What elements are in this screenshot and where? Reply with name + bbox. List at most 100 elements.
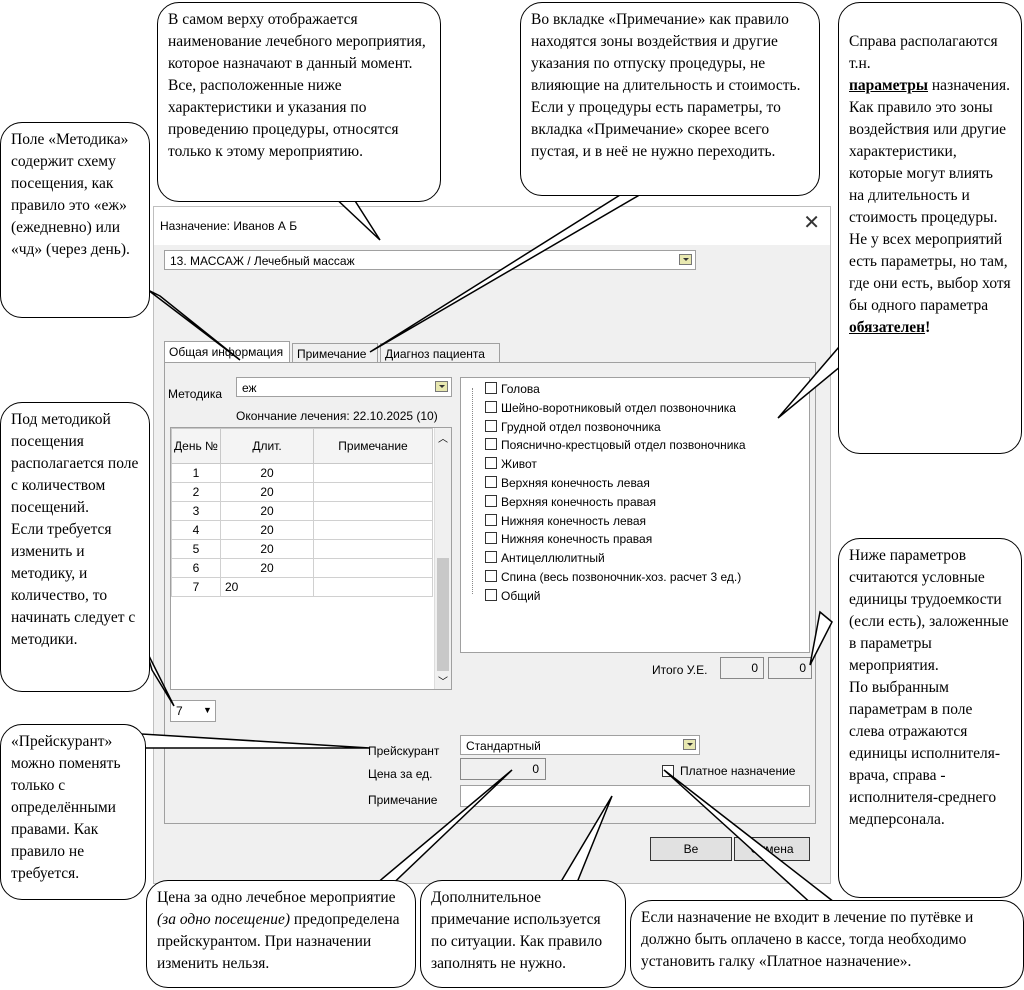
visit-count-select[interactable]: 7 ▼ [170,700,216,722]
chevron-down-icon[interactable]: ▼ [203,705,212,715]
cell-note[interactable] [313,539,433,559]
parameter-checkbox[interactable] [485,400,497,413]
cell-duration[interactable]: 20 [220,501,314,521]
cell-note[interactable] [313,463,433,483]
dropdown-icon[interactable] [679,254,692,265]
scroll-down-icon[interactable]: ﹀ [438,677,448,688]
assignment-dialog: Назначение: Иванов А Б ✕ 13. МАССАЖ / Ле… [153,206,831,884]
callout-procedure-title: В самом верху отображается наименование … [157,2,441,202]
tab-patient-diagnosis[interactable]: Диагноз пациента [380,343,500,363]
vertical-scrollbar[interactable]: ︿ ﹀ [434,428,451,689]
cell-day: 2 [171,482,221,502]
callout-text: Под методикой посещения располагается по… [11,411,139,648]
ue-nurse-field: 0 [768,657,812,679]
dropdown-icon[interactable] [683,739,696,750]
price-label: Цена за ед. [368,767,433,781]
parameter-checkbox[interactable] [485,476,497,488]
parameter-item[interactable]: Общий [485,588,541,603]
end-of-treatment: Окончание лечения: 22.10.2025 (10) [236,409,438,423]
cell-note[interactable] [313,577,433,597]
callout-text: «Прейскурант» можно поменять только с оп… [11,733,121,882]
procedure-value: 13. МАССАЖ / Лечебный массаж [170,254,355,268]
parameter-checkbox[interactable] [485,551,497,564]
tree-lines [472,388,483,594]
parameter-item[interactable]: Голова [485,382,540,396]
price-list-select[interactable]: Стандартный [460,735,700,755]
callout-text: предопределена прейскурантом. При назнач… [157,911,400,972]
procedure-select[interactable]: 13. МАССАЖ / Лечебный массаж [164,250,696,270]
cell-duration[interactable]: 20 [220,463,314,483]
cell-note[interactable] [313,482,433,502]
price-list-value: Стандартный [466,739,541,753]
cell-duration[interactable]: 20 [220,558,314,578]
cell-duration[interactable]: 20 [220,539,314,559]
dropdown-icon[interactable] [435,381,448,392]
cell-day: 3 [171,501,221,521]
parameter-checkbox[interactable] [485,457,497,470]
cell-duration[interactable]: 20 [220,520,314,540]
parameter-checkbox[interactable] [485,513,497,526]
parameter-label: Пояснично-крестцовый отдел позвоночника [501,438,746,453]
paid-checkbox[interactable] [662,765,674,777]
cancel-button[interactable]: Отмена [734,837,810,861]
parameter-checkbox[interactable] [485,382,497,394]
parameter-item[interactable]: Верхняя конечность левая [485,476,650,490]
cell-note[interactable] [313,558,433,578]
callout-text: В самом верху отображается наименование … [168,11,426,160]
parameter-checkbox[interactable] [485,494,497,507]
metodika-label: Методика [168,387,223,401]
callout-note-tab: Во вкладке «Примечание» как правило нахо… [520,2,820,196]
callout-text-italic: (за одно посещение) [157,911,291,928]
cell-note[interactable] [313,520,433,540]
parameter-item[interactable]: Грудной отдел позвоночника [485,419,661,434]
note-input[interactable] [460,785,810,807]
ue-doctor-field: 0 [720,657,764,679]
parameter-item[interactable]: Спина (весь позвоночник-хоз. расчет 3 ед… [485,570,741,584]
tab-general-info[interactable]: Общая информация [164,341,290,364]
cell-note[interactable] [313,501,433,521]
parameter-label: Нижняя конечность левая [501,513,647,528]
ok-button[interactable]: Ве [650,837,732,861]
column-header-note[interactable]: Примечание [313,428,433,464]
parameter-checkbox[interactable] [485,532,497,545]
parameter-item[interactable]: Живот [485,457,537,471]
metodika-select[interactable]: еж [236,377,452,397]
cell-day: 7 [171,577,221,597]
cell-duration[interactable]: 20 [220,577,314,597]
note-label: Примечание [368,793,438,807]
column-header-duration[interactable]: Длит. [220,428,314,464]
parameter-checkbox[interactable] [485,438,497,451]
parameter-checkbox[interactable] [485,588,497,601]
callout-emphasis: обязателен [849,319,926,336]
parameter-item[interactable]: Антицеллюлитный [485,551,605,565]
parameter-checkbox[interactable] [485,570,497,582]
callout-paid: Если назначение не входит в лечение по п… [630,900,1024,988]
callout-parameters: Справа располагаются т.н. параметры назн… [838,2,1022,454]
parameter-label: Шейно-воротниковый отдел позвоночника [501,400,736,415]
callout-note: Дополнительное примечание используется п… [420,880,626,988]
callout-price: Цена за одно лечебное мероприятие (за од… [146,880,416,988]
callout-text: Цена за одно лечебное мероприятие [157,889,396,906]
cell-day: 1 [171,463,221,483]
column-header-day[interactable]: День № [171,428,221,464]
scroll-thumb[interactable] [437,558,449,671]
scroll-up-icon[interactable]: ︿ [438,434,448,445]
parameter-checkbox[interactable] [485,419,497,432]
tab-note[interactable]: Примечание [292,343,378,363]
close-icon[interactable]: ✕ [803,212,820,234]
parameter-item[interactable]: Шейно-воротниковый отдел позвоночника [485,400,736,415]
cell-duration[interactable]: 20 [220,482,314,502]
parameter-label: Верхняя конечность левая [501,476,650,490]
parameter-item[interactable]: Пояснично-крестцовый отдел позвоночника [485,438,746,452]
parameter-item[interactable]: Нижняя конечность левая [485,513,647,528]
parameter-item[interactable]: Верхняя конечность правая [485,494,656,509]
parameter-item[interactable]: Нижняя конечность правая [485,532,652,546]
price-value: 0 [532,762,539,776]
